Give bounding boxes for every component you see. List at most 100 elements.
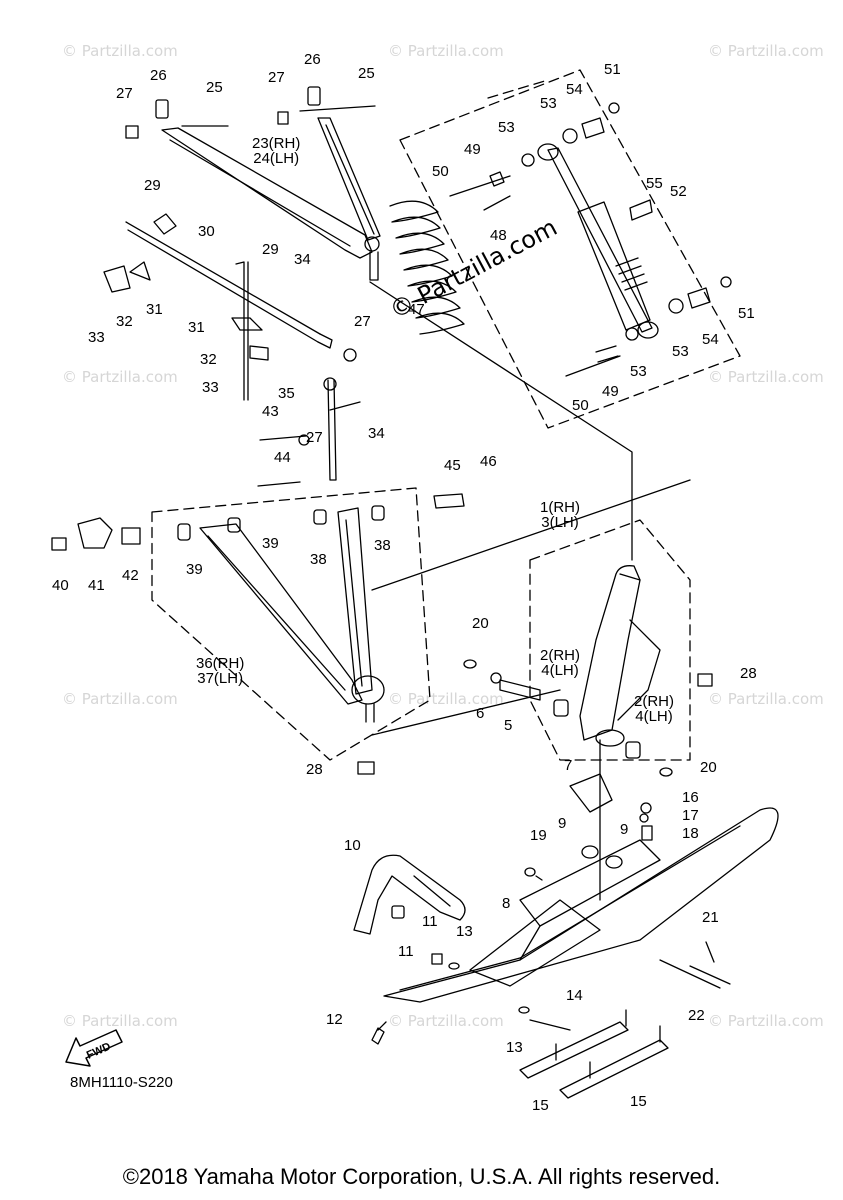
- upper-a-arm: [155, 86, 381, 281]
- callout-49: 49: [464, 141, 481, 158]
- callout-26: 26: [150, 67, 167, 84]
- callout-48: 48: [490, 227, 507, 244]
- callout-53: 53: [672, 343, 689, 360]
- callout-28: 28: [306, 761, 323, 778]
- watermark: © Partzilla.com: [388, 42, 504, 60]
- callout-10: 10: [344, 837, 361, 854]
- watermark: © Partzilla.com: [62, 1012, 178, 1030]
- callout-31: 31: [146, 301, 163, 318]
- callout-25: 25: [206, 79, 223, 96]
- callout-33: 33: [202, 379, 219, 396]
- ski: [383, 773, 779, 1003]
- callout-20: 20: [472, 615, 489, 632]
- callout-17: 17: [682, 807, 699, 824]
- watermark: © Partzilla.com: [708, 42, 824, 60]
- callout-27: 27: [306, 429, 323, 446]
- callout-46: 46: [480, 453, 497, 470]
- callout-53: 53: [498, 119, 515, 136]
- callout-28: 28: [740, 665, 757, 682]
- callout-38: 38: [310, 551, 327, 568]
- callout-27: 27: [354, 313, 371, 330]
- callout-29: 29: [262, 241, 279, 258]
- callout-31: 31: [188, 319, 205, 336]
- callout-43: 43: [262, 403, 279, 420]
- callout-50: 50: [432, 163, 449, 180]
- callout-52: 52: [670, 183, 687, 200]
- spindle: [357, 565, 713, 901]
- ski-handle: [353, 854, 466, 935]
- lower-a-arm: [51, 435, 465, 723]
- forward-arrow-icon: FWD: [65, 1029, 123, 1067]
- callout-14: 14: [566, 987, 583, 1004]
- callout-27: 27: [268, 69, 285, 86]
- watermark: © Partzilla.com: [388, 690, 504, 708]
- callout-44: 44: [274, 449, 291, 466]
- watermark: © Partzilla.com: [708, 690, 824, 708]
- callout-2-4: 2(RH) 4(LH): [634, 693, 674, 725]
- callout-54: 54: [566, 81, 583, 98]
- callout-26: 26: [304, 51, 321, 68]
- watermark: © Partzilla.com: [708, 368, 824, 386]
- callout-20: 20: [700, 759, 717, 776]
- callout-38: 38: [374, 537, 391, 554]
- callout-55: 55: [646, 175, 663, 192]
- callout-11: 11: [422, 913, 438, 930]
- callout-15: 15: [630, 1093, 647, 1110]
- watermark: © Partzilla.com: [62, 42, 178, 60]
- callout-5: 5: [504, 717, 513, 734]
- callout-33: 33: [88, 329, 105, 346]
- callout-41: 41: [88, 577, 105, 594]
- callout-32: 32: [200, 351, 217, 368]
- callout-12: 12: [326, 1011, 343, 1028]
- callout-19: 19: [530, 827, 547, 844]
- callout-53: 53: [540, 95, 557, 112]
- copyright-notice: ©2018 Yamaha Motor Corporation, U.S.A. A…: [122, 1164, 721, 1189]
- callout-54: 54: [702, 331, 719, 348]
- callout-15: 15: [532, 1097, 549, 1114]
- callout-34: 34: [294, 251, 311, 268]
- callout-16: 16: [682, 789, 699, 806]
- callout-13: 13: [506, 1039, 523, 1056]
- diagram-code: 8MH1110-S220: [70, 1074, 173, 1091]
- callout-1-3: 1(RH) 3(LH): [540, 499, 580, 531]
- callout-39: 39: [262, 535, 279, 552]
- callout-25: 25: [358, 65, 375, 82]
- callout-13: 13: [456, 923, 473, 940]
- callout-8: 8: [502, 895, 511, 912]
- callout-7: 7: [564, 757, 573, 774]
- callout-27: 27: [116, 85, 133, 102]
- callout-21: 21: [702, 909, 719, 926]
- callout-2-4: 2(RH) 4(LH): [540, 647, 580, 679]
- callout-34: 34: [368, 425, 385, 442]
- callout-51: 51: [604, 61, 621, 78]
- callout-51: 51: [738, 305, 755, 322]
- callout-6: 6: [476, 705, 485, 722]
- callout-22: 22: [688, 1007, 705, 1024]
- callout-11: 11: [398, 943, 414, 960]
- callout-30: 30: [198, 223, 215, 240]
- callout-42: 42: [122, 567, 139, 584]
- callout-47: 47: [408, 301, 425, 318]
- callout-35: 35: [278, 385, 295, 402]
- watermark: © Partzilla.com: [62, 690, 178, 708]
- shock-absorber: [449, 102, 732, 377]
- coil-spring: [389, 200, 465, 335]
- callout-50: 50: [572, 397, 589, 414]
- dashed-groups: [151, 69, 741, 761]
- callout-9: 9: [620, 821, 629, 838]
- callout-36-37: 36(RH) 37(LH): [196, 655, 245, 687]
- callout-29: 29: [144, 177, 161, 194]
- watermark: © Partzilla.com: [708, 1012, 824, 1030]
- callout-49: 49: [602, 383, 619, 400]
- watermark: © Partzilla.com: [62, 368, 178, 386]
- callout-9: 9: [558, 815, 567, 832]
- callout-40: 40: [52, 577, 69, 594]
- runners: [519, 1009, 669, 1099]
- callout-32: 32: [116, 313, 133, 330]
- stabilizer-bar: [103, 213, 333, 349]
- callout-23-24: 23(RH) 24(LH): [252, 135, 301, 167]
- watermark: © Partzilla.com: [388, 1012, 504, 1030]
- callout-18: 18: [682, 825, 699, 842]
- callout-53: 53: [630, 363, 647, 380]
